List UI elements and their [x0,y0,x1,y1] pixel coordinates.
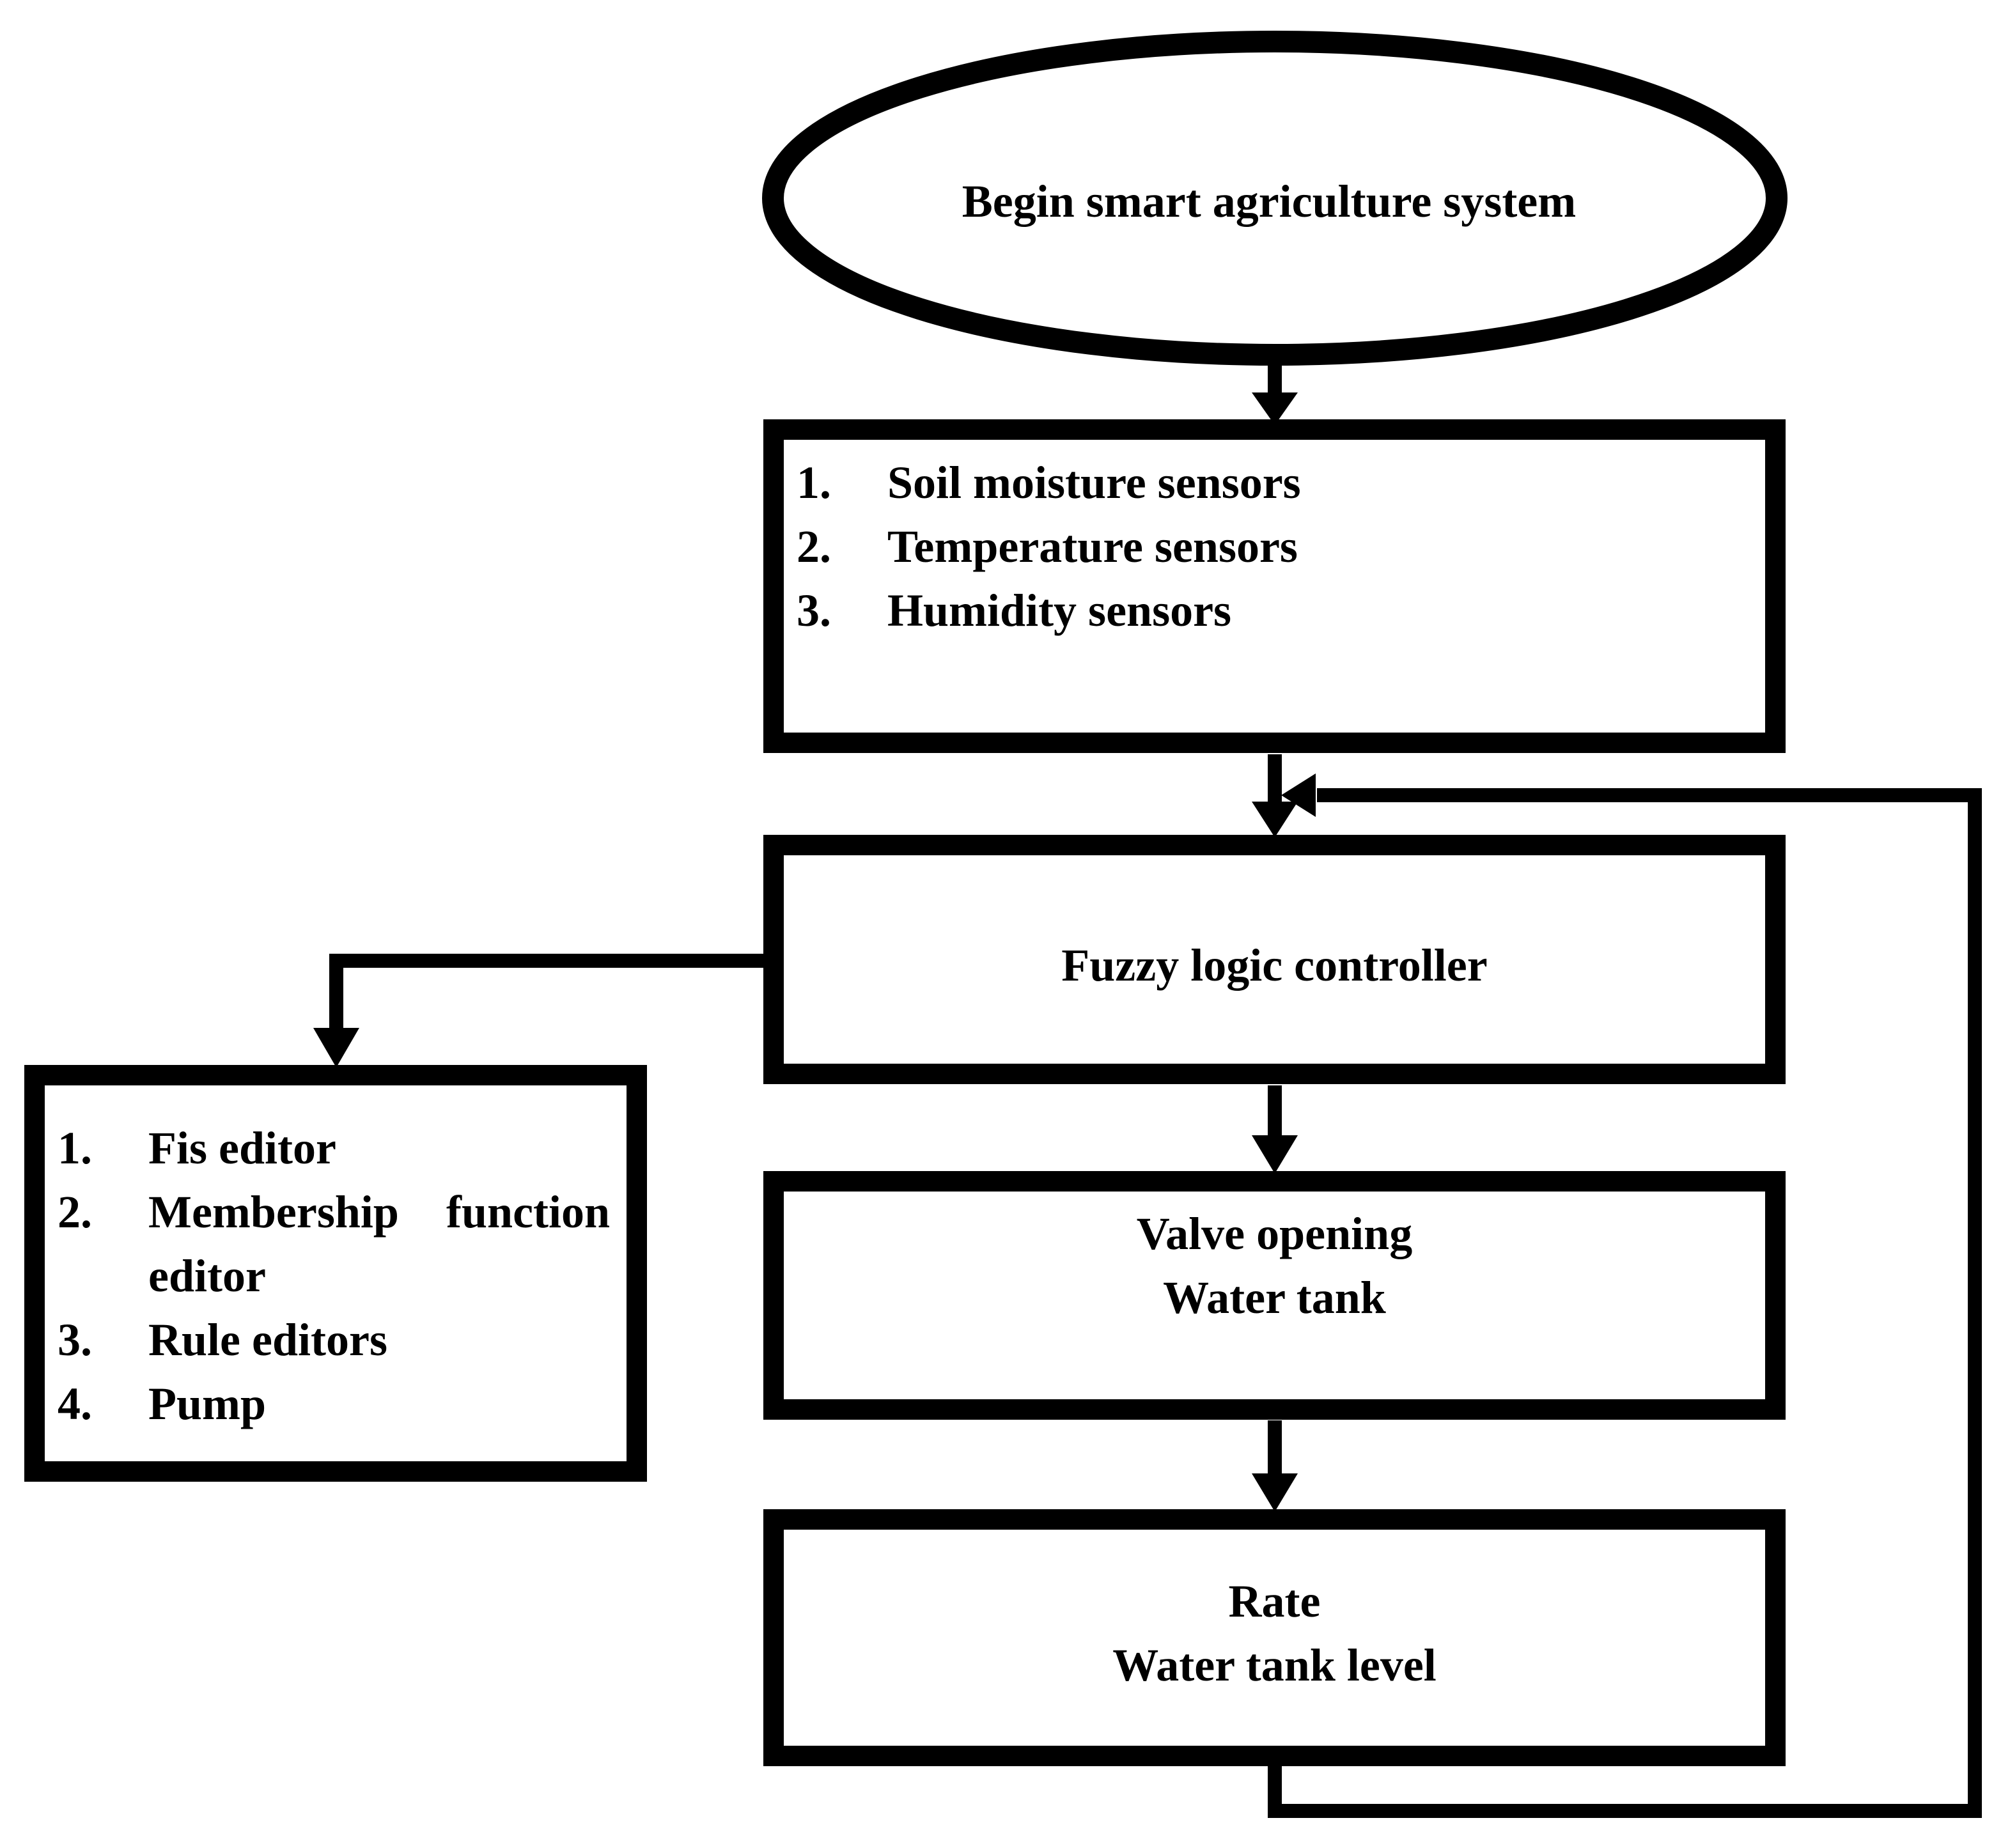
editor-label-membership: Membership [148,1186,399,1238]
list-item: 2. Membership function [58,1180,620,1244]
list-number: 1. [58,1122,92,1174]
valve-box [763,1171,1786,1420]
editor-label-editor: editor [148,1250,266,1301]
valve-label-line1: Valve opening [1136,1208,1413,1259]
list-item: 4. Pump [58,1372,620,1436]
list-number: 2. [797,521,831,572]
list-item: 1. Soil moisture sensors [797,451,1692,515]
arrow-valve-to-rate [1252,1420,1298,1512]
start-label: Begin smart agriculture system [962,176,1577,227]
editor-label-function: function [446,1186,611,1238]
list-number: 3. [58,1314,92,1365]
arrow-controller-to-editors [313,954,765,1068]
arrow-controller-to-valve [1252,1085,1298,1174]
rate-box [763,1509,1786,1766]
list-item: 2. Temperature sensors [797,515,1692,578]
sensor-label-temperature: Temperature sensors [887,521,1298,572]
start-terminator-shape [762,31,1788,366]
editors-list: 1. Fis editor 2. Membership function edi… [58,1116,620,1436]
list-item: 3. Humidity sensors [797,578,1692,642]
sensors-box [763,419,1786,753]
editor-label-fis: Fis editor [148,1122,336,1174]
list-number: 3. [797,585,831,636]
rate-label-line1: Rate [1228,1576,1321,1627]
sensor-label-soil-moisture: Soil moisture sensors [887,457,1301,508]
sensor-label-humidity: Humidity sensors [887,585,1232,636]
sensors-list: 1. Soil moisture sensors 2. Temperature … [797,451,1692,642]
arrow-start-to-sensors [1252,358,1298,425]
list-item-continuation: editor [58,1244,620,1308]
arrow-sensors-to-controller [1252,754,1298,837]
editors-box [24,1065,647,1482]
controller-label: Fuzzy logic controller [1061,940,1488,991]
rate-label-line2: Water tank level [1112,1640,1437,1691]
editor-label-rule: Rule editors [148,1314,387,1365]
list-item: 3. Rule editors [58,1308,620,1372]
valve-label-line2: Water tank [1163,1272,1386,1323]
editor-label-pump: Pump [148,1378,267,1429]
list-number: 4. [58,1378,92,1429]
list-number: 2. [58,1186,92,1238]
list-number: 1. [797,457,831,508]
feedback-loop-arrow [1268,773,1982,1818]
controller-box [763,835,1786,1084]
list-item: 1. Fis editor [58,1116,620,1180]
